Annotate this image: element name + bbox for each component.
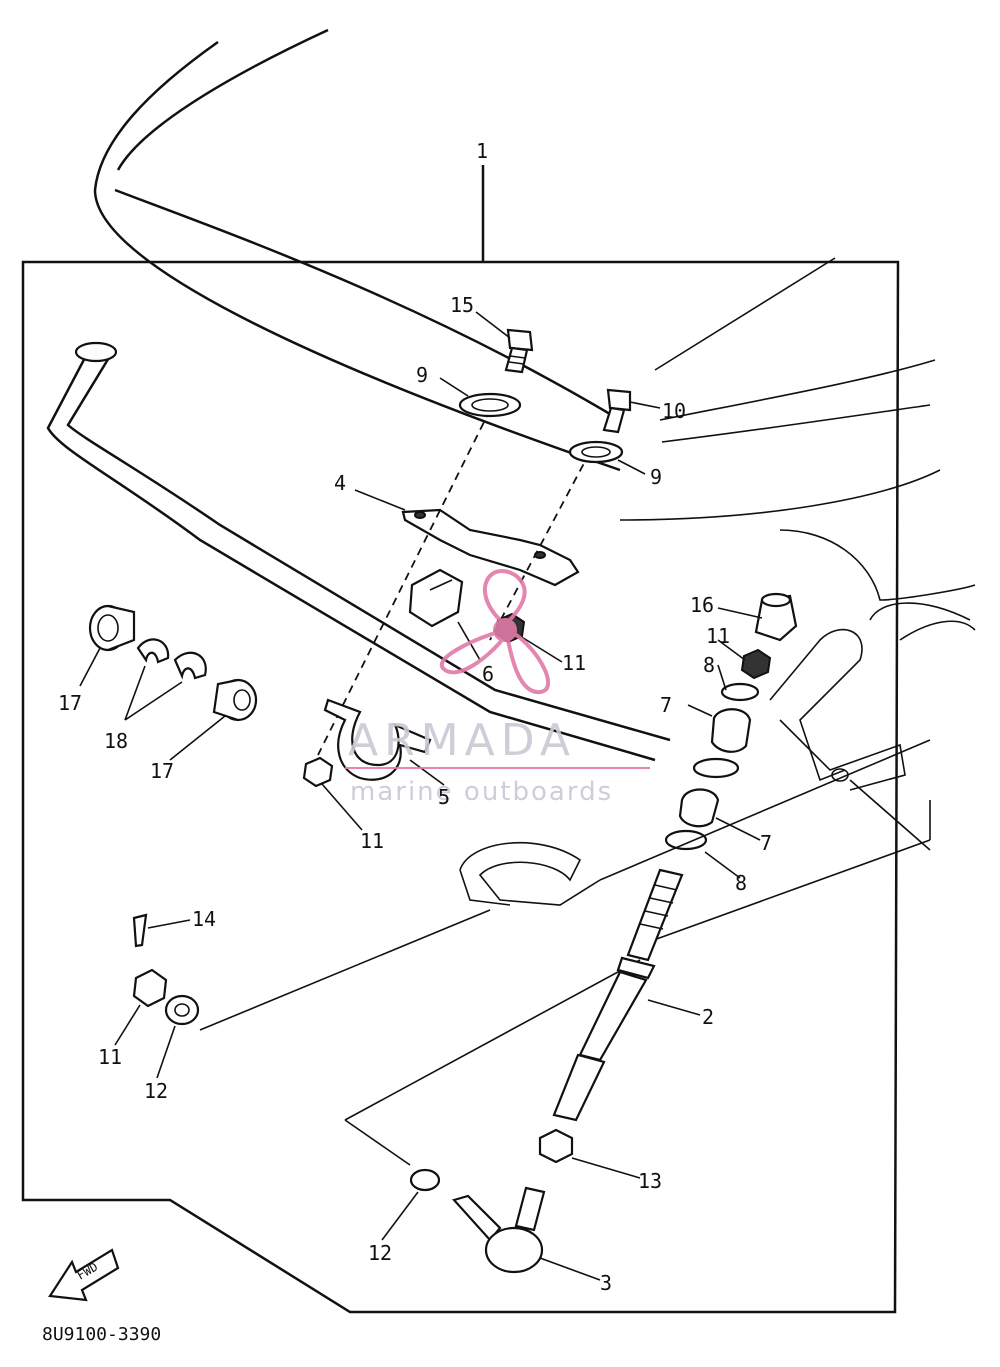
washer-part-9-right <box>568 440 624 464</box>
watermark: ARMADA marine outboards <box>345 569 650 807</box>
callout-9-left: 9 <box>416 363 428 387</box>
callout-11-center: 11 <box>562 651 586 675</box>
bolt-part-15 <box>504 328 534 374</box>
callout-17-upper: 17 <box>58 691 82 715</box>
callout-1: 1 <box>476 139 488 163</box>
rod-part-2 <box>552 868 684 1122</box>
washer-part-9-left <box>458 392 522 418</box>
washer-part-8-upper <box>720 682 760 702</box>
callout-8-upper: 8 <box>703 653 715 677</box>
nut-part-11-lower <box>302 756 334 788</box>
washer-part-12-upper <box>164 994 200 1026</box>
callout-5: 5 <box>438 785 450 809</box>
ball-joint-part-3 <box>452 1186 546 1274</box>
link-rod <box>46 341 671 762</box>
bracket-part-4 <box>401 508 580 587</box>
assembly-guides <box>317 409 591 756</box>
callout-13: 13 <box>638 1169 662 1193</box>
clip-part-18 <box>136 638 207 680</box>
callout-8-lower: 8 <box>735 871 747 895</box>
callout-12-upper: 12 <box>144 1079 168 1103</box>
nut-part-13 <box>538 1128 574 1164</box>
callout-11-right: 11 <box>706 624 730 648</box>
bolt-part-10 <box>602 388 632 434</box>
nut-part-11-right <box>740 648 772 680</box>
washer-part-12-lower <box>409 1168 441 1192</box>
callout-18: 18 <box>104 729 128 753</box>
bushing-part-17-lower <box>212 678 258 722</box>
propeller-logo-icon <box>440 569 551 694</box>
rubber-block-part-6 <box>408 568 464 628</box>
callout-16: 16 <box>690 593 714 617</box>
leader-lines <box>79 311 763 1281</box>
grommet-part-7-upper <box>710 708 752 753</box>
callout-4: 4 <box>334 471 346 495</box>
grommet-part-7-lower <box>678 788 720 828</box>
assembly-frame <box>21 165 900 1314</box>
diagram-code: 8U9100-3390 <box>42 1324 161 1345</box>
clamp-part-5 <box>323 698 432 781</box>
lower-bracket-outline <box>199 739 931 1166</box>
callout-10: 10 <box>662 399 686 423</box>
callout-14: 14 <box>192 907 216 931</box>
washer-hole-icon <box>471 398 509 412</box>
washer-hole-icon <box>174 1003 190 1017</box>
watermark-tagline: marine outboards <box>350 777 613 807</box>
callout-7-upper: 7 <box>660 693 672 717</box>
callout-2: 2 <box>702 1005 714 1029</box>
washer-part-lower-rod-end <box>692 757 740 779</box>
callout-7-lower: 7 <box>760 831 772 855</box>
bushing-part-17-upper <box>88 604 136 652</box>
callout-12-lower: 12 <box>368 1241 392 1265</box>
forward-arrow-icon <box>48 1248 120 1302</box>
cap-part-16 <box>754 592 798 642</box>
hull-outline <box>93 28 976 601</box>
nut-part-11-bottom <box>132 968 168 1008</box>
callout-17-lower: 17 <box>150 759 174 783</box>
callout-6: 6 <box>482 662 494 686</box>
callout-11-bottom: 11 <box>98 1045 122 1069</box>
washer-part-8-lower <box>664 829 708 851</box>
washer-hole-icon <box>581 446 611 458</box>
callout-11-lower: 11 <box>360 829 384 853</box>
watermark-brand: ARMADA <box>348 715 576 766</box>
callout-15: 15 <box>450 293 474 317</box>
steering-arm <box>769 602 976 791</box>
pin-part-14 <box>132 913 148 948</box>
callout-3: 3 <box>600 1271 612 1295</box>
callout-9-right: 9 <box>650 465 662 489</box>
callouts: 1 15 9 10 9 4 16 11 8 7 6 11 17 18 17 5 … <box>58 139 772 1295</box>
